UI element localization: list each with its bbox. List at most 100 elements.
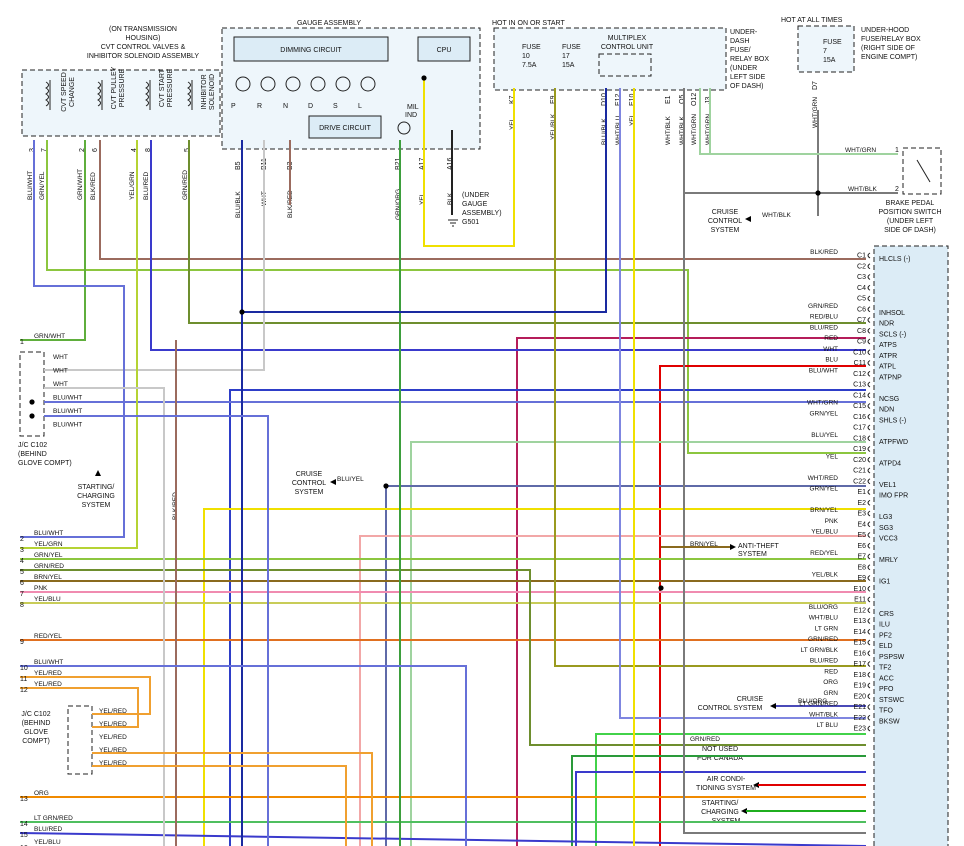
fuse7-c: 15A [823, 57, 836, 64]
left-row-num-2: 2 [20, 536, 24, 543]
pin-chevron-icon [867, 338, 871, 345]
ecm-wire-c18: BLU/YEL [811, 432, 838, 439]
pin-chevron-icon [867, 327, 871, 334]
pin-chevron-icon [867, 392, 871, 399]
sol-wire-7: GRN/RED [182, 170, 189, 200]
cruise2-c: SYSTEM [295, 489, 324, 496]
relay-wire-e12: WHT/BLU [615, 115, 622, 145]
gauge-wire-a17: YEL [419, 192, 426, 205]
jc-top-wire-5: BLU/WHT [53, 422, 82, 429]
cpu-box [417, 36, 471, 62]
cruise3-b: CONTROL SYSTEM [698, 705, 763, 712]
gauge-assembly: GAUGE ASSEMBLY DIMMING CIRCUIT CPU DRIVE… [221, 20, 502, 227]
wire-jc-blu-wht [44, 415, 269, 846]
ecm-pin-e17: E17 [854, 661, 867, 668]
left-row-num-13: 13 [20, 796, 28, 803]
ecm-signal-c18: ATPFWD [879, 439, 908, 446]
starting2-b: CHARGING [701, 809, 739, 816]
bulb-s-icon [335, 76, 351, 92]
pin-chevron-icon [867, 607, 871, 614]
sol-pin-2: 2 [79, 148, 86, 152]
splice-dot-5 [29, 399, 35, 405]
left-row-wire-5: GRN/RED [34, 563, 64, 570]
dimming-circuit-label: DIMMING CIRCUIT [280, 47, 342, 54]
ecm-wire-e22: WHT/BLK [809, 711, 839, 718]
underdash-6: LEFT SIDE [730, 74, 766, 81]
mpu-a: MULTIPLEX [608, 35, 647, 42]
arrow-left-icon [745, 216, 751, 222]
ecm-signal-c22: VEL1 [879, 482, 896, 489]
ecm-wire-e16: LT GRN/BLK [801, 647, 839, 654]
ecm-signal-e9: IG1 [879, 579, 890, 586]
splice-dot-6 [29, 413, 35, 419]
splice-dot-4 [421, 75, 427, 81]
ecm-wire-c12: BLU/WHT [809, 367, 838, 374]
pin-chevron-icon [867, 252, 871, 259]
gear-bulbs [235, 76, 376, 92]
ecm-wire-c1: BLK/RED [810, 249, 838, 256]
pin-chevron-icon [867, 682, 871, 689]
ecm-pin-c12: C12 [853, 371, 866, 378]
left-row-wire-8: YEL/BLU [34, 596, 61, 603]
pin-chevron-icon [867, 306, 871, 313]
wire-e13-wht-blu [619, 88, 866, 719]
relay-wire-e10: YEL [629, 113, 636, 126]
inhibitor-label-2: SOLENOID [209, 74, 216, 110]
ecm-wire-c9: RED [824, 335, 838, 342]
ecm-pin-c4: C4 [857, 285, 866, 292]
cvt-speed-change-label-2: CHANGE [69, 77, 76, 107]
pin-chevron-icon [867, 714, 871, 721]
underdash-1: UNDER- [730, 29, 758, 36]
underdash-7: OF DASH) [730, 83, 763, 90]
ecm-signal-c10: ATPR [879, 353, 897, 360]
ecm-pin-c1: C1 [857, 253, 866, 260]
cruise2-b: CONTROL [292, 480, 326, 487]
jc-bot-box [67, 705, 93, 775]
cvt-assembly-title-1: (ON TRANSMISSION [109, 26, 177, 33]
ecm-pin-e22: E22 [854, 715, 867, 722]
g501-4: G501 [462, 219, 479, 226]
sol-wire-4: BLK/RED [90, 172, 97, 200]
pin-chevron-icon [867, 284, 871, 291]
pin-chevron-icon [867, 542, 871, 549]
left-row-wire-13: ORG [34, 790, 49, 797]
pin-chevron-icon [867, 585, 871, 592]
pin-chevron-icon [867, 596, 871, 603]
ecm-signal-c8: SCLS (-) [879, 331, 906, 338]
jc-bot-wire-2: YEL/RED [99, 734, 127, 741]
pin-chevron-icon [867, 424, 871, 431]
wire-15-blu-red [19, 832, 867, 846]
ecm-wire-e9: YEL/BLK [812, 572, 839, 579]
pin-chevron-icon [867, 661, 871, 667]
relay-pin-j3: J3 [705, 97, 712, 105]
pin-chevron-icon [867, 704, 871, 710]
pin-chevron-icon [867, 650, 871, 657]
fuse7-a: FUSE [823, 39, 842, 46]
wire-c1-blk-red [99, 140, 866, 260]
ecm-pin-e18: E18 [854, 672, 867, 679]
jc-c102-bottom: J/C C102 (BEHIND GLOVE COMPT) [21, 705, 93, 775]
ecm-pin-c5: C5 [857, 296, 866, 303]
hot-all-times-label: HOT AT ALL TIMES [781, 17, 843, 24]
ecm-wire-c11: BLU [825, 357, 838, 364]
cvt-assembly-box [21, 69, 221, 137]
brake-switch-box [902, 147, 942, 195]
gear-s: S [333, 103, 338, 110]
left-row-num-12: 12 [20, 687, 28, 694]
wire-c16-grn-yel [46, 140, 866, 454]
anti-theft-b: SYSTEM [738, 551, 767, 558]
arrow-down-icon [95, 470, 101, 476]
mil-ind-label: IND [405, 112, 417, 119]
bulb-d-icon [310, 76, 326, 92]
ecm-pin-e12: E12 [854, 607, 867, 614]
gear-p: P [231, 103, 236, 110]
ecm-wire-c6: GRN/RED [808, 303, 838, 310]
fuse7-b: 7 [823, 48, 827, 55]
underdash-2: DASH [730, 38, 749, 45]
left-row-num-11: 11 [20, 676, 27, 683]
jc-bot-wire-4: YEL/RED [99, 760, 127, 767]
sol-pin-3: 3 [29, 148, 36, 152]
ecm-pin-e6: E6 [857, 543, 866, 550]
ecm-pin-e20: E20 [854, 693, 867, 700]
splice-dot-2 [658, 585, 664, 591]
